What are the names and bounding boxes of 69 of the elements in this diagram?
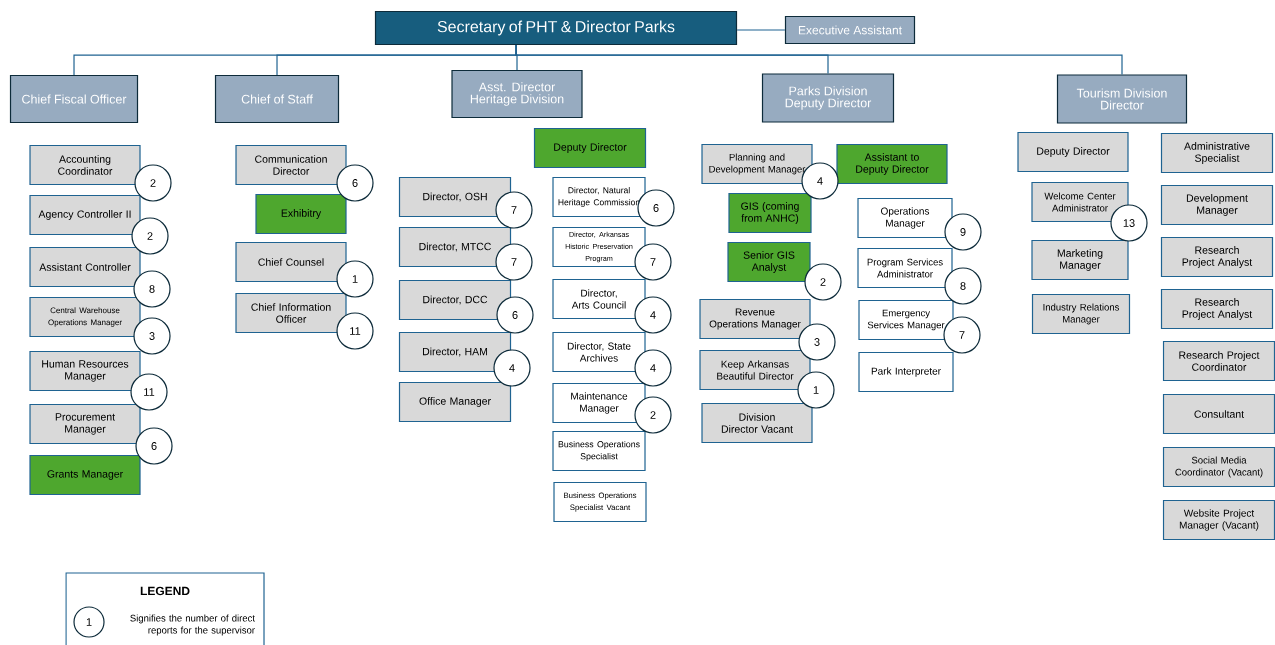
position-box: Chief Information Officer (235, 292, 347, 334)
position-box: Human Resources Manager (29, 350, 141, 392)
count-badge: 11 (336, 312, 374, 350)
title-box: Secretary of PHT & Director Parks (374, 10, 738, 46)
count-badge: 2 (634, 396, 672, 434)
position-box: Agency Controller II (29, 194, 141, 236)
count-badge: 6 (496, 296, 534, 334)
position-box: Director, DCC (398, 279, 512, 321)
position-box: Keep Arkansas Beautiful Director (699, 349, 811, 391)
position-box: Procurement Manager (29, 403, 141, 445)
count-badge: 2 (804, 263, 842, 301)
position-box: Chief Counsel (235, 241, 347, 283)
position-box: Consultant (1162, 393, 1275, 435)
division-box: Executive Assistant (784, 15, 916, 45)
position-box: Business Operations Specialist (552, 430, 646, 472)
position-box: Assistant Controller (29, 246, 141, 288)
count-badge: 7 (634, 243, 672, 281)
division-box: Chief of Staff (214, 74, 340, 124)
division-box: Tourism Division Director (1056, 74, 1188, 124)
position-box: Research Project Analyst (1160, 288, 1274, 330)
count-badge: 1 (797, 371, 835, 409)
position-box: Development Manager (1160, 184, 1274, 226)
position-box: Grants Manager (29, 454, 141, 496)
count-badge: 7 (495, 191, 533, 229)
count-badge: 8 (944, 267, 982, 305)
division-box: Asst. Director Heritage Division (451, 69, 583, 119)
count-badge: 8 (133, 270, 171, 308)
connector-line (515, 44, 1123, 75)
position-box: Director, OSH (398, 176, 512, 218)
position-box: Marketing Manager (1031, 239, 1129, 281)
count-badge: 7 (495, 243, 533, 281)
count-badge: 11 (130, 373, 168, 411)
count-badge: 13 (1110, 204, 1148, 242)
position-box: Social Media Coordinator (Vacant) (1162, 446, 1275, 488)
position-box: Deputy Director (533, 127, 647, 169)
position-box: Administrative Specialist (1160, 132, 1274, 174)
division-box: Chief Fiscal Officer (9, 74, 139, 124)
count-badge: 9 (944, 213, 982, 251)
position-box: Office Manager (398, 381, 512, 423)
position-box: Communication Director (235, 144, 347, 186)
count-badge: 4 (634, 349, 672, 387)
position-box: Division Director Vacant (701, 402, 813, 444)
legend-text: Signifies the number of direct reports for the supervisor (130, 614, 255, 636)
position-box: Exhibitry (255, 193, 347, 235)
count-badge: 3 (133, 317, 171, 355)
position-box: Research Project Analyst (1160, 236, 1274, 278)
position-box: Accounting Coordinator (29, 144, 141, 186)
position-box: Park Interpreter (858, 351, 954, 393)
position-box: Website Project Manager (Vacant) (1162, 499, 1275, 541)
count-badge: 2 (134, 164, 172, 202)
position-box: Industry Relations Manager (1031, 293, 1131, 335)
position-box: Senior GIS Analyst (727, 241, 811, 283)
position-box: Assistant to Deputy Director (836, 143, 948, 185)
connector-line (736, 29, 786, 31)
count-badge: 6 (135, 427, 173, 465)
position-box: Director, MTCC (398, 226, 512, 268)
count-badge: 6 (336, 164, 374, 202)
division-box: Parks Division Deputy Director (761, 73, 895, 123)
position-box: Revenue Operations Manager (699, 298, 811, 340)
count-badge: 4 (634, 296, 672, 334)
position-box: Deputy Director (1017, 131, 1129, 173)
position-box: Central Warehouse Operations Manager (29, 296, 141, 338)
count-badge: 2 (131, 217, 169, 255)
count-badge: 1 (336, 260, 374, 298)
position-box: Research Project Coordinator (1162, 340, 1275, 382)
legend-title: LEGEND (140, 586, 190, 596)
count-badge: 4 (493, 349, 531, 387)
position-box: Planning and Development Manager (701, 143, 813, 185)
position-box: GIS (coming from ANHC) (728, 192, 812, 234)
